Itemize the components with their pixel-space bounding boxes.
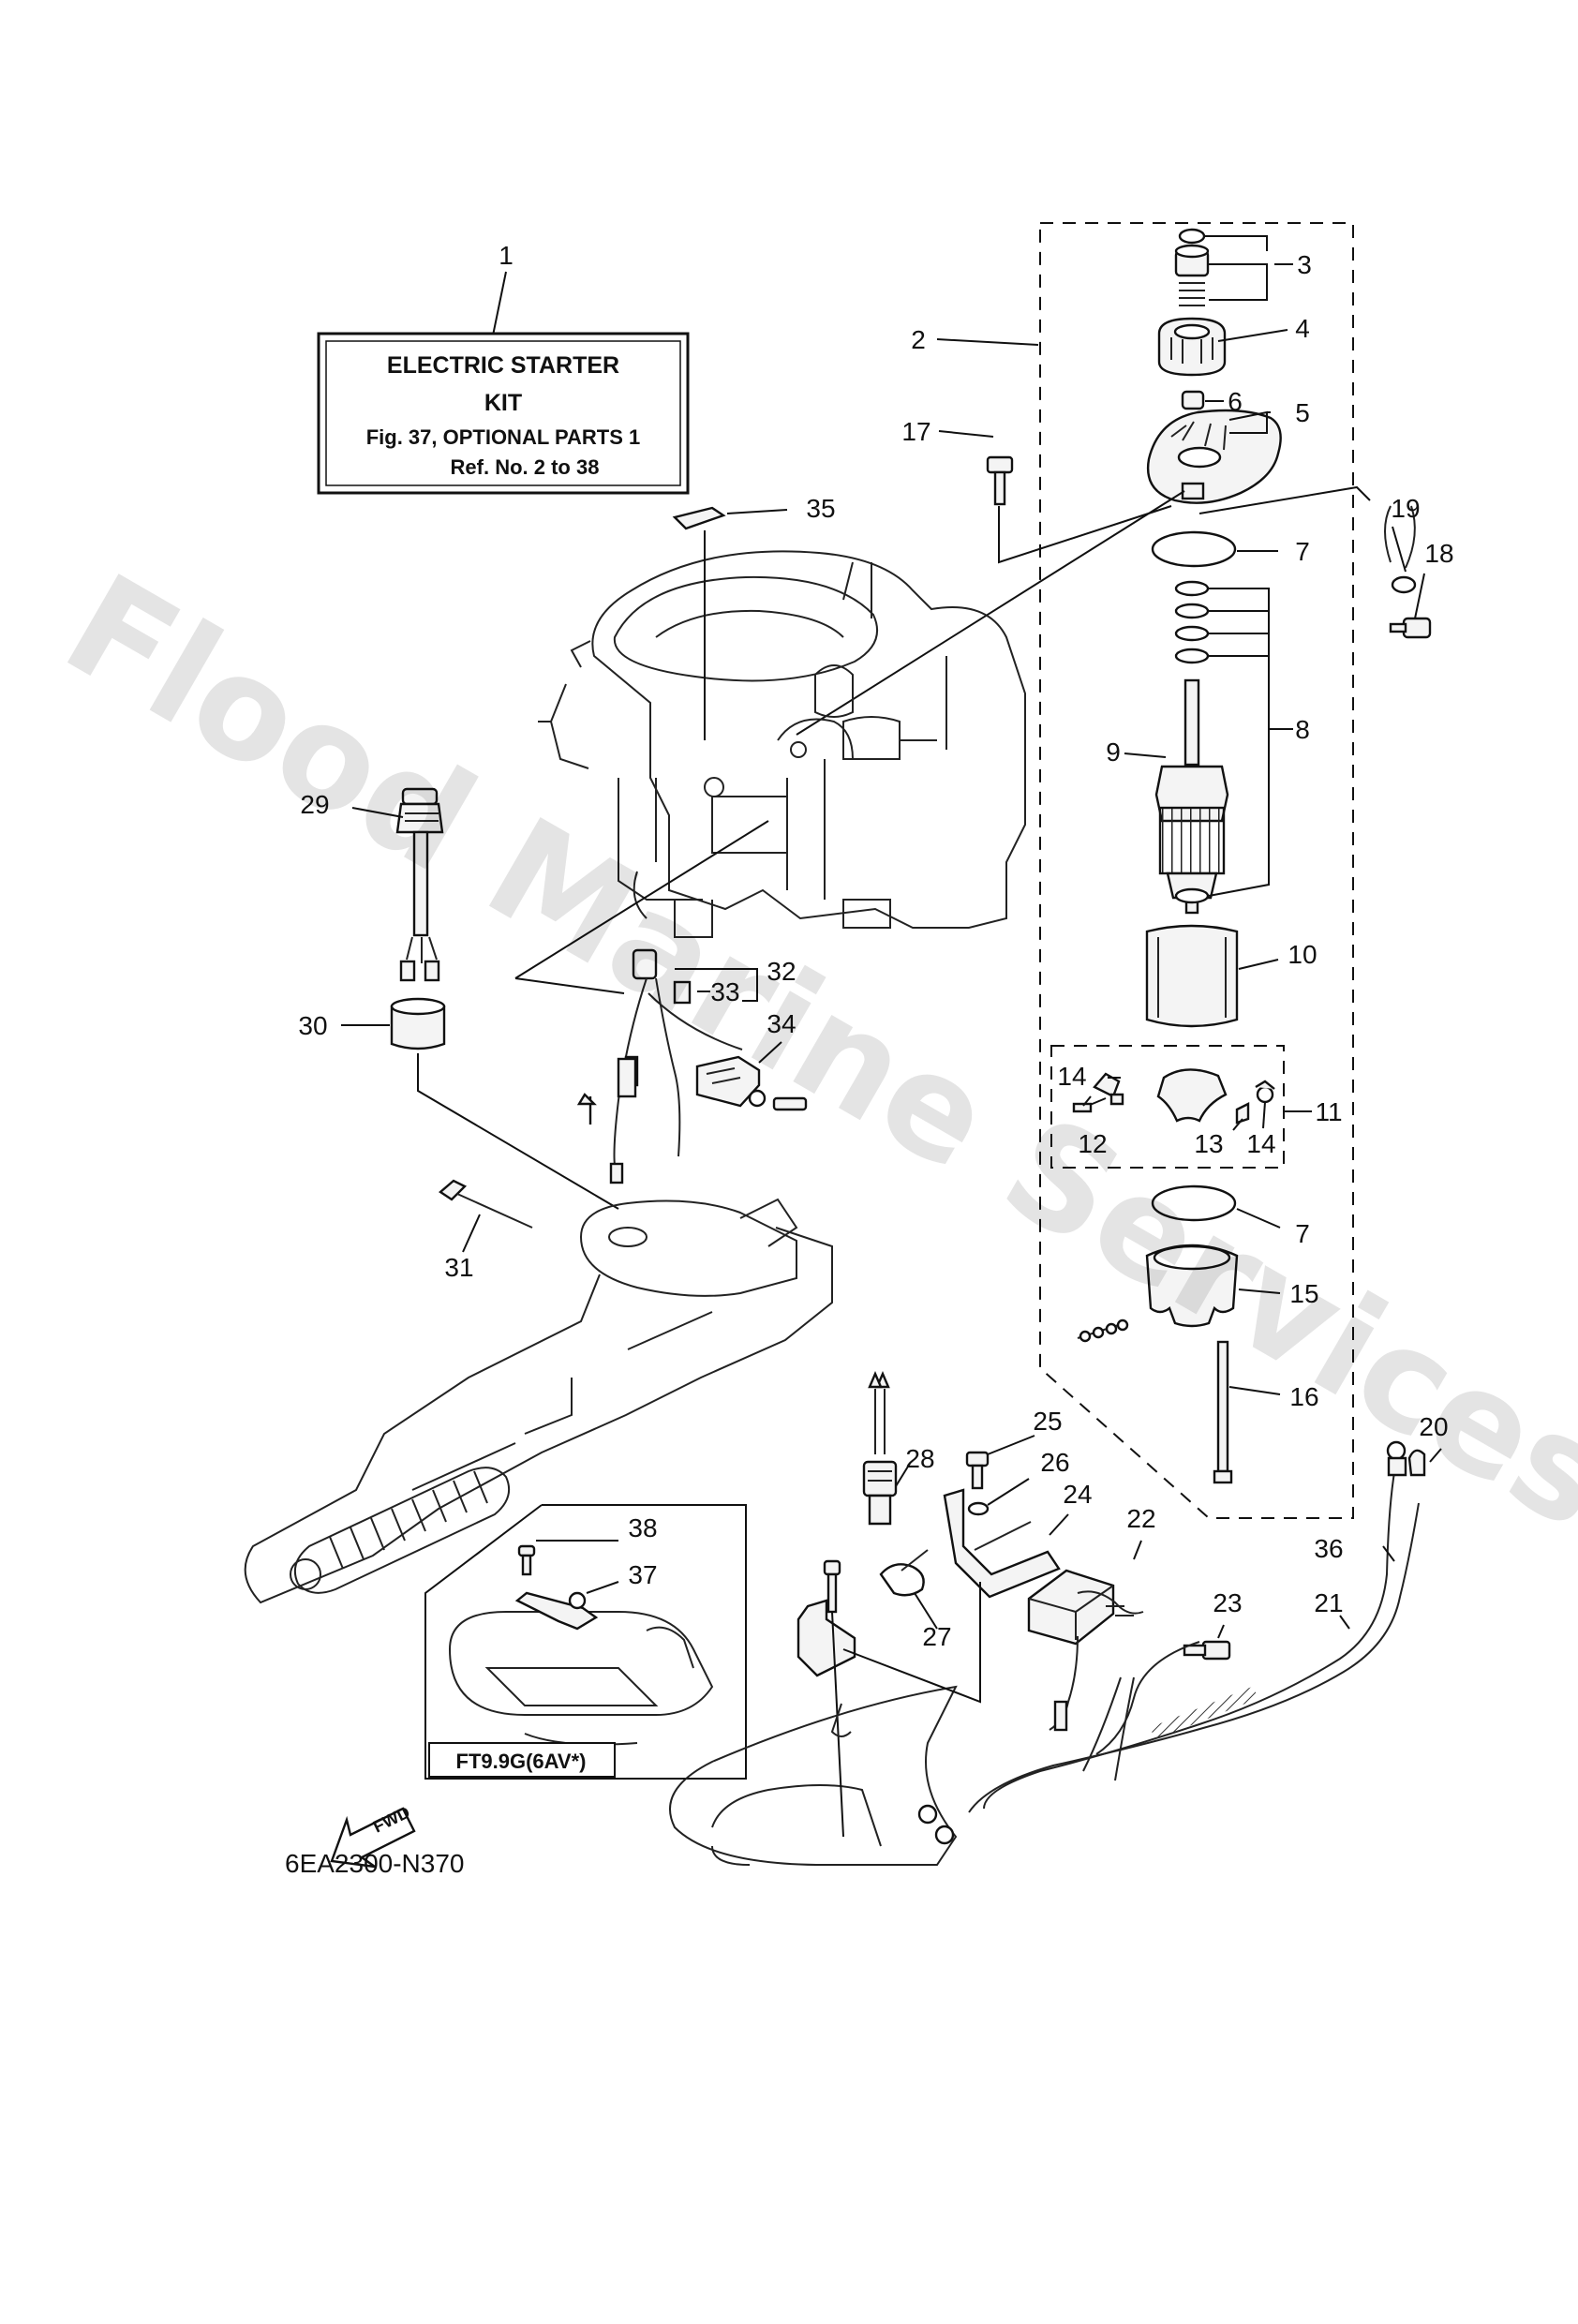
callout-34: 34: [767, 1009, 796, 1038]
engine-powerhead: [538, 550, 1026, 938]
kit-label-box: ELECTRIC STARTER KIT Fig. 37, OPTIONAL P…: [317, 271, 690, 495]
callout-27: 27: [922, 1622, 951, 1651]
callout-26: 26: [1040, 1448, 1069, 1477]
callout-18: 18: [1424, 539, 1453, 568]
callout-2: 2: [911, 325, 926, 354]
callout-30: 30: [298, 1011, 327, 1040]
callout-35: 35: [806, 494, 835, 523]
kit-title-line1: ELECTRIC STARTER: [387, 352, 619, 379]
cable-wrap-21: [1150, 1686, 1258, 1740]
forward-direction-arrow: FWD: [330, 1803, 416, 1869]
bottom-cowl-outline: [669, 1685, 958, 1866]
callout-22: 22: [1126, 1504, 1155, 1533]
callout-8: 8: [1295, 715, 1310, 744]
callout-15: 15: [1289, 1279, 1318, 1308]
kit-title-line2: KIT: [484, 390, 522, 416]
callout-9: 9: [1106, 737, 1121, 767]
callout-7: 7: [1295, 537, 1310, 566]
tiller-handle-and-cowl: [244, 1198, 833, 1604]
callout-1: 1: [499, 241, 514, 270]
left-side-parts: [341, 506, 788, 1253]
kit-fig-line: Fig. 37, OPTIONAL PARTS 1: [366, 425, 641, 449]
callout-37: 37: [628, 1560, 657, 1589]
callout-25: 25: [1033, 1407, 1062, 1436]
callout-11: 11: [1315, 1097, 1342, 1126]
callout-14: 14: [1057, 1062, 1086, 1091]
electrical-parts-20-28: [796, 1370, 1442, 1845]
callout-31: 31: [444, 1253, 473, 1282]
callout-10: 10: [1288, 940, 1317, 969]
starter-assembly-dashed-outline: [1039, 222, 1354, 1519]
starter-leader-lines: [796, 235, 1425, 1395]
brush-holder-dashed-box: [1050, 1045, 1285, 1169]
armature-windings: [1158, 806, 1226, 875]
watermark-text: Flood Marine Services: [39, 544, 1578, 1560]
callout-5: 5: [1295, 398, 1310, 427]
wiring-harness-32-34: [514, 820, 808, 1184]
callout-28: 28: [905, 1444, 934, 1473]
callout-14b: 14: [1246, 1129, 1275, 1158]
callout-13: 13: [1194, 1129, 1223, 1158]
ft99g-inset-box: FT9.9G(6AV*): [424, 1504, 747, 1780]
callout-23: 23: [1213, 1588, 1242, 1617]
callout-19: 19: [1391, 494, 1420, 523]
callout-38: 38: [628, 1513, 657, 1542]
callout-16: 16: [1289, 1382, 1318, 1411]
callout-20: 20: [1419, 1412, 1448, 1441]
callout-29: 29: [300, 790, 329, 819]
tiller-grip-ribs: [329, 1470, 488, 1570]
callout-4: 4: [1295, 314, 1310, 343]
callout-21: 21: [1314, 1588, 1343, 1617]
drawing-code: 6EA2300-N370: [285, 1849, 464, 1878]
callout-32: 32: [767, 957, 796, 986]
callout-7b: 7: [1295, 1219, 1310, 1248]
callout-24: 24: [1063, 1480, 1092, 1509]
callout-6: 6: [1228, 387, 1243, 416]
model-label-box: [428, 1742, 616, 1778]
callout-33: 33: [710, 977, 739, 1006]
callout-36: 36: [1314, 1534, 1343, 1563]
callout-labels: 1 2 3 4 5 6 7 8 9 10 11 12 13 14 14 7 15…: [298, 241, 1453, 1651]
callout-17: 17: [901, 417, 930, 446]
kit-ref-line: Ref. No. 2 to 38: [451, 455, 600, 479]
model-label: FT9.9G(6AV*): [456, 1750, 587, 1773]
callout-12: 12: [1078, 1129, 1107, 1158]
callout-3: 3: [1297, 250, 1312, 279]
